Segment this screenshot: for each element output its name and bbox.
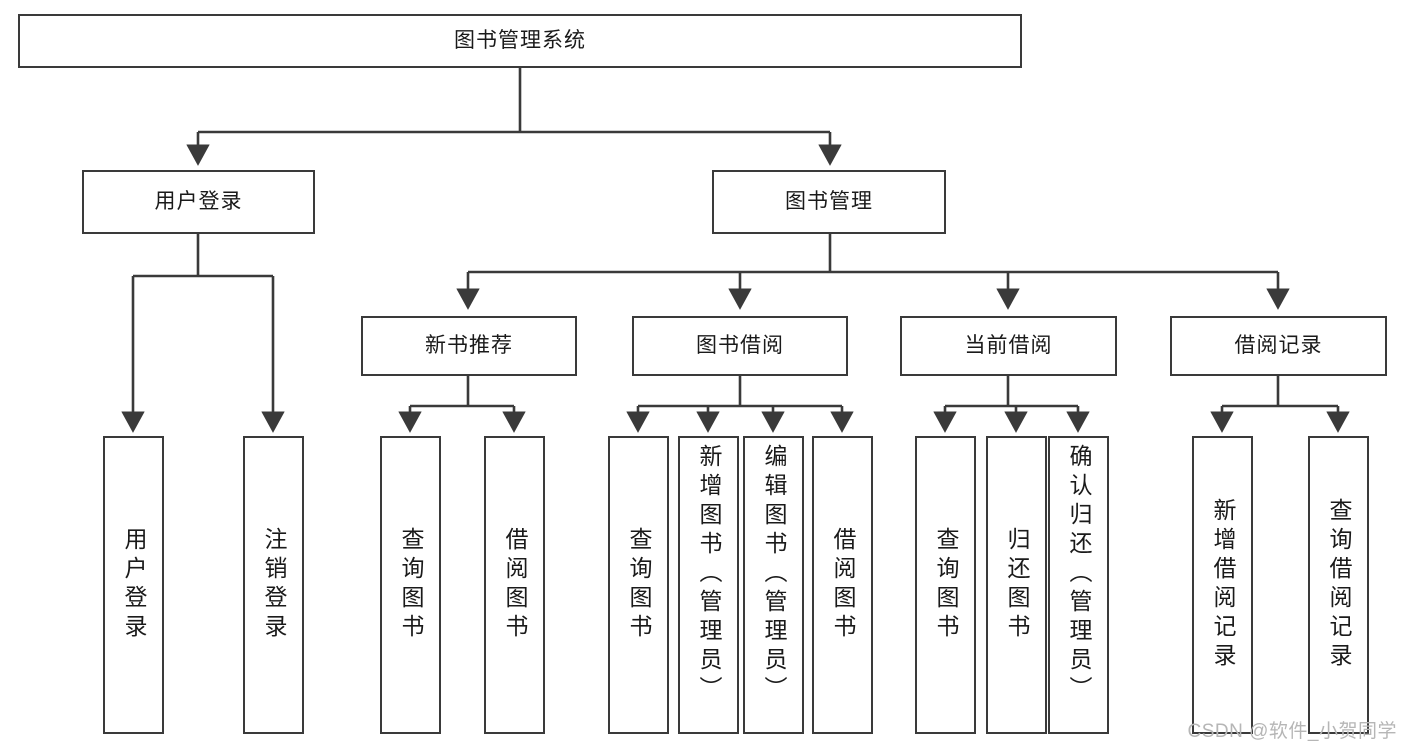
- csdn-watermark: CSDN @软件_小贺同学: [1187, 721, 1397, 742]
- leaf-query-book-current[interactable]: 查询图书: [915, 436, 976, 734]
- leaf-edit-book-admin-label: 编辑图书（管理员）: [761, 444, 787, 705]
- leaf-user-login[interactable]: 用户登录: [103, 436, 164, 734]
- node-borrow-record-label: 借阅记录: [1234, 333, 1323, 357]
- leaf-return-book[interactable]: 归还图书: [986, 436, 1047, 734]
- leaf-borrow-book-label: 借阅图书: [830, 527, 856, 643]
- node-book-management[interactable]: 图书管理: [712, 170, 946, 234]
- node-book-borrow-label: 图书借阅: [696, 333, 784, 357]
- leaf-logout[interactable]: 注销登录: [243, 436, 304, 734]
- leaf-query-book-borrow-label: 查询图书: [626, 527, 652, 643]
- node-new-book-recommend[interactable]: 新书推荐: [361, 316, 577, 376]
- leaf-confirm-return-admin[interactable]: 确认归还（管理员）: [1048, 436, 1109, 734]
- leaf-borrow-book[interactable]: 借阅图书: [812, 436, 873, 734]
- node-root-label: 图书管理系统: [454, 28, 586, 52]
- leaf-add-borrow-record[interactable]: 新增借阅记录: [1192, 436, 1253, 734]
- leaf-query-book-current-label: 查询图书: [933, 527, 959, 643]
- node-book-borrow[interactable]: 图书借阅: [632, 316, 848, 376]
- leaf-query-borrow-record[interactable]: 查询借阅记录: [1308, 436, 1369, 734]
- leaf-edit-book-admin[interactable]: 编辑图书（管理员）: [743, 436, 804, 734]
- leaf-query-book-new-label: 查询图书: [398, 527, 424, 643]
- leaf-add-borrow-record-label: 新增借阅记录: [1210, 498, 1236, 672]
- node-current-borrow[interactable]: 当前借阅: [900, 316, 1117, 376]
- node-new-book-recommend-label: 新书推荐: [425, 333, 513, 357]
- leaf-return-book-label: 归还图书: [1004, 527, 1030, 643]
- leaf-add-book-admin-label: 新增图书（管理员）: [696, 444, 722, 705]
- leaf-logout-label: 注销登录: [261, 527, 287, 643]
- leaf-borrow-book-new[interactable]: 借阅图书: [484, 436, 545, 734]
- leaf-query-book-borrow[interactable]: 查询图书: [608, 436, 669, 734]
- leaf-user-login-label: 用户登录: [121, 527, 147, 643]
- node-current-borrow-label: 当前借阅: [964, 333, 1053, 357]
- node-borrow-record[interactable]: 借阅记录: [1170, 316, 1387, 376]
- leaf-confirm-return-admin-label: 确认归还（管理员）: [1066, 444, 1092, 705]
- node-user-login-label: 用户登录: [154, 189, 243, 213]
- leaf-query-book-new[interactable]: 查询图书: [380, 436, 441, 734]
- node-book-management-label: 图书管理: [785, 189, 873, 213]
- leaf-query-borrow-record-label: 查询借阅记录: [1326, 498, 1352, 672]
- leaf-borrow-book-new-label: 借阅图书: [502, 527, 528, 643]
- leaf-add-book-admin[interactable]: 新增图书（管理员）: [678, 436, 739, 734]
- node-user-login[interactable]: 用户登录: [82, 170, 315, 234]
- node-root[interactable]: 图书管理系统: [18, 14, 1022, 68]
